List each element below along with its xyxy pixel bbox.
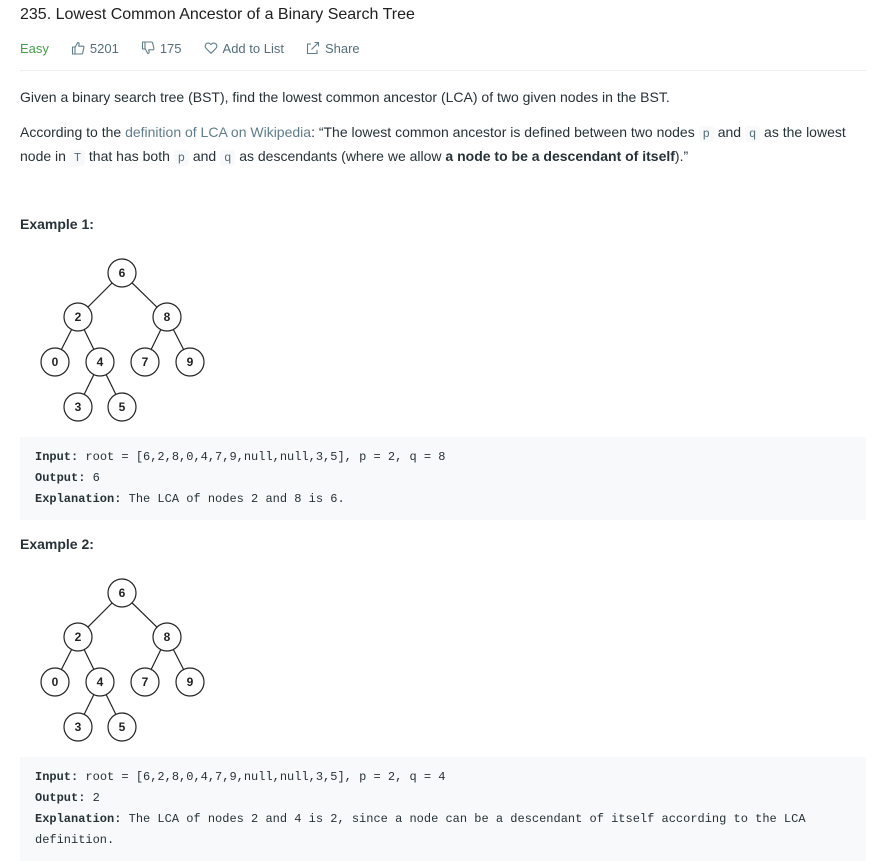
svg-text:9: 9 [187, 355, 194, 369]
problem-meta-bar: Easy 5201 175 Add to List Share [20, 39, 382, 57]
tree-node: 2 [63, 622, 93, 652]
output-value: 6 [85, 471, 100, 485]
description-paragraph-1: Given a binary search tree (BST), find t… [20, 89, 670, 105]
svg-text:2: 2 [75, 630, 82, 644]
input-label: Input: [35, 770, 79, 784]
tree-node: 0 [40, 667, 70, 697]
input-value: root = [6,2,8,0,4,7,9,null,null,3,5], p … [78, 450, 446, 464]
add-to-list-label: Add to List [222, 40, 284, 56]
explanation-value: The LCA of nodes 2 and 8 is 6. [121, 492, 345, 506]
input-label: Input: [35, 450, 79, 464]
explanation-line: Explanation: The LCA of nodes 2 and 8 is… [35, 489, 851, 510]
tree-node: 3 [63, 392, 93, 422]
svg-text:5: 5 [119, 720, 126, 734]
code-q: q [220, 150, 236, 166]
example-2-title: Example 2: [20, 536, 94, 552]
explanation-label: Explanation: [35, 812, 122, 826]
explanation-value: The LCA of nodes 2 and 4 is 2, since a n… [35, 812, 813, 847]
code-q: q [744, 126, 761, 142]
svg-text:4: 4 [97, 355, 104, 369]
share-icon [306, 41, 320, 55]
svg-text:8: 8 [164, 310, 171, 324]
thumbs-up-icon [71, 41, 85, 55]
tree-node: 2 [63, 302, 93, 332]
input-line: Input: root = [6,2,8,0,4,7,9,null,null,3… [35, 447, 851, 468]
tree-node: 9 [175, 667, 205, 697]
output-label: Output: [35, 471, 86, 485]
svg-text:0: 0 [52, 675, 59, 689]
example-2-code-block: Input: root = [6,2,8,0,4,7,9,null,null,3… [20, 757, 866, 861]
heart-icon [204, 42, 217, 54]
text-segment: as the lowest node in [20, 124, 846, 164]
svg-text:9: 9 [187, 675, 194, 689]
description-paragraph-2: According to the definition of LCA on Wi… [20, 121, 866, 169]
text-segment: and [188, 148, 221, 164]
svg-text:7: 7 [142, 355, 149, 369]
wikipedia-lca-link[interactable]: definition of LCA on Wikipedia [125, 124, 312, 140]
code-p: p [173, 150, 189, 166]
example-1-tree-diagram: 6 2 8 0 4 7 9 3 5 [40, 258, 205, 422]
dislike-button[interactable]: 175 [141, 41, 182, 56]
svg-text:6: 6 [119, 586, 126, 600]
dislike-count: 175 [159, 40, 182, 56]
svg-text:6: 6 [119, 266, 126, 280]
text-segment: According to the [20, 124, 126, 140]
bold-phrase: a node to be a descendant of itself [445, 148, 675, 164]
code-p: p [698, 126, 714, 142]
svg-text:4: 4 [97, 675, 104, 689]
like-button[interactable]: 5201 [71, 41, 119, 56]
add-to-list-button[interactable]: Add to List [204, 41, 284, 56]
text-segment: ).” [674, 148, 689, 164]
explanation-line: Explanation: The LCA of nodes 2 and 4 is… [35, 809, 851, 851]
tree-node: 5 [107, 712, 137, 742]
svg-text:2: 2 [75, 310, 82, 324]
tree-node: 8 [152, 302, 182, 332]
output-label: Output: [35, 791, 86, 805]
example-1-title: Example 1: [20, 216, 94, 232]
header-divider [20, 70, 866, 71]
code-t: T [69, 150, 86, 166]
svg-text:3: 3 [75, 400, 82, 414]
tree-node: 7 [130, 667, 160, 697]
svg-text:5: 5 [119, 400, 126, 414]
svg-text:8: 8 [164, 630, 171, 644]
tree-node: 4 [85, 667, 115, 697]
tree-node: 3 [63, 712, 93, 742]
tree-node: 5 [107, 392, 137, 422]
tree-node: 7 [130, 347, 160, 377]
svg-text:3: 3 [75, 720, 82, 734]
like-count: 5201 [89, 40, 119, 56]
tree-node: 0 [40, 347, 70, 377]
difficulty-badge: Easy [20, 40, 49, 56]
input-line: Input: root = [6,2,8,0,4,7,9,null,null,3… [35, 767, 851, 788]
example-1-code-block: Input: root = [6,2,8,0,4,7,9,null,null,3… [20, 437, 866, 520]
text-segment: that has both [85, 148, 174, 164]
tree-node: 9 [175, 347, 205, 377]
tree-node: 6 [107, 578, 137, 608]
text-segment: as descendants (where we allow [235, 148, 446, 164]
output-line: Output: 2 [35, 788, 851, 809]
share-button[interactable]: Share [306, 41, 360, 56]
example-2-tree-diagram: 6 2 8 0 4 7 9 3 5 [40, 578, 205, 742]
thumbs-down-icon [141, 41, 155, 55]
output-value: 2 [85, 791, 100, 805]
tree-node: 8 [152, 622, 182, 652]
tree-node: 6 [107, 258, 137, 288]
share-label: Share [324, 40, 360, 56]
svg-text:7: 7 [142, 675, 149, 689]
text-segment: : “The lowest common ancestor is defined… [311, 124, 699, 140]
input-value: root = [6,2,8,0,4,7,9,null,null,3,5], p … [78, 770, 446, 784]
explanation-label: Explanation: [35, 492, 122, 506]
text-segment: and [713, 124, 745, 140]
output-line: Output: 6 [35, 468, 851, 489]
tree-node: 4 [85, 347, 115, 377]
svg-text:0: 0 [52, 355, 59, 369]
problem-title: 235. Lowest Common Ancestor of a Binary … [20, 6, 415, 23]
